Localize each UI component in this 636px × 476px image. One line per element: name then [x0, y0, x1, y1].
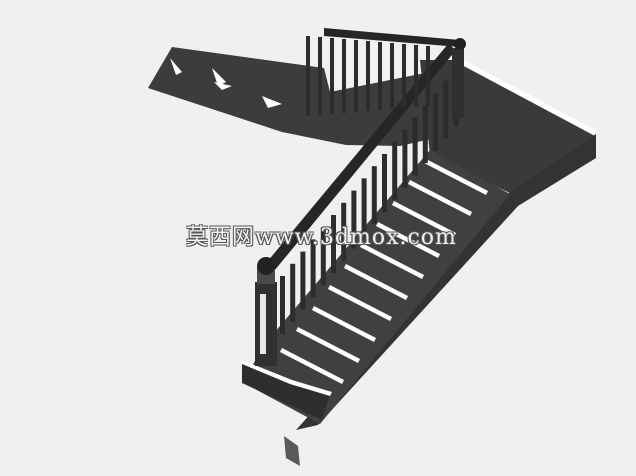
landing-edge [460, 58, 595, 136]
stair-tread [360, 243, 424, 279]
baluster [443, 80, 449, 139]
stair-tread [424, 159, 488, 195]
baluster [412, 117, 418, 176]
stair-treads [280, 159, 488, 384]
landing-newel-post [452, 38, 466, 118]
baluster [390, 43, 394, 109]
baluster [306, 36, 310, 116]
baluster [320, 227, 326, 286]
baluster [318, 37, 322, 115]
handrail [262, 44, 456, 276]
baluster [290, 263, 296, 322]
stair-tread [280, 348, 344, 384]
baluster [280, 276, 285, 334]
baluster [402, 129, 408, 188]
stair-body [242, 150, 510, 424]
upper-handrail [324, 28, 460, 47]
baluster [382, 154, 387, 212]
upper-stair-steps [170, 58, 282, 108]
stair-tread [296, 327, 360, 363]
baluster [300, 251, 306, 310]
baluster [342, 39, 346, 113]
baluster [366, 41, 370, 111]
stair-tread [312, 306, 376, 342]
baluster [433, 93, 438, 151]
bottom-step [242, 362, 330, 420]
baluster [371, 166, 377, 225]
baluster [330, 38, 334, 114]
baluster [414, 45, 418, 107]
stair-tread [392, 201, 456, 237]
stringer-foot [284, 436, 300, 466]
baluster [426, 46, 430, 106]
bottom-step-nosing [242, 360, 332, 396]
stair-tread [376, 222, 440, 258]
stair-tread [344, 264, 408, 300]
baluster [378, 42, 382, 110]
baluster [392, 141, 398, 200]
baluster [310, 239, 316, 298]
baluster [361, 178, 367, 237]
stair-tread [328, 285, 392, 321]
baluster [331, 215, 336, 273]
newel-post [255, 257, 277, 366]
baluster [354, 40, 358, 112]
stair-tread [408, 180, 472, 216]
baluster [422, 105, 428, 164]
baluster [402, 44, 406, 108]
baluster [341, 202, 347, 261]
baluster [351, 190, 357, 249]
